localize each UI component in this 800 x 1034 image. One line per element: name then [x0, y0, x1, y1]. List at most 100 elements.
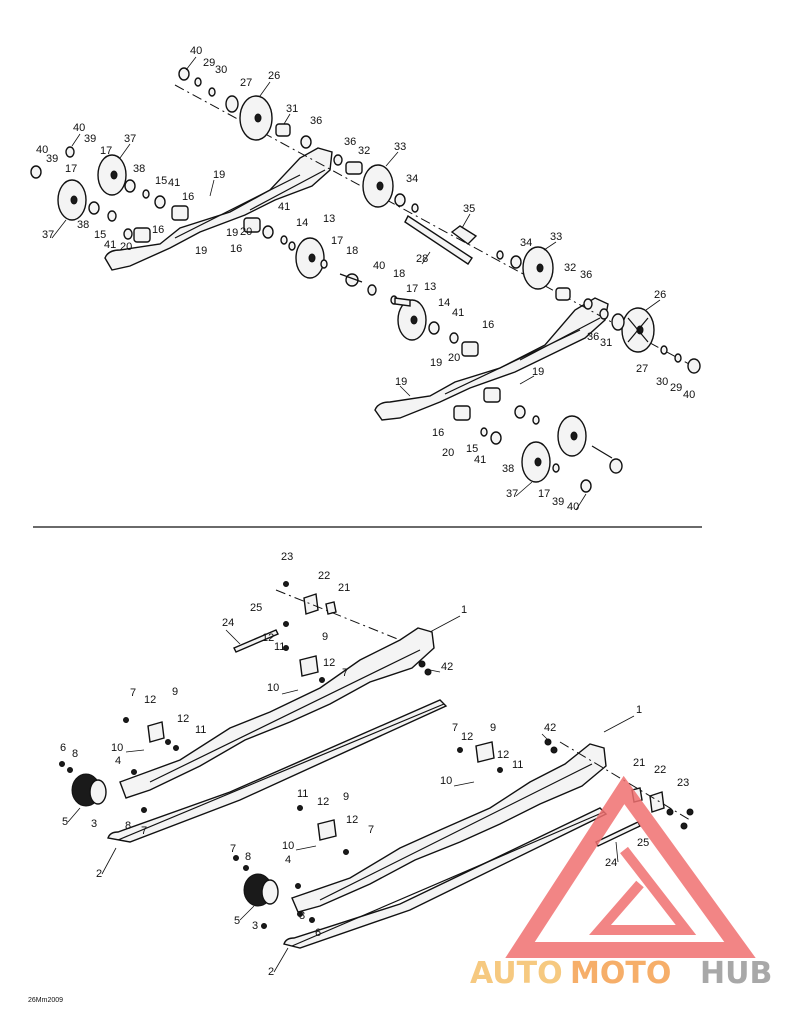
callout: 3	[252, 920, 258, 932]
callout: 8	[245, 851, 251, 863]
callout: 41	[104, 239, 116, 251]
bottom-leader-lines	[67, 615, 635, 973]
callout: 25	[637, 837, 649, 849]
callout: 39	[552, 496, 564, 508]
frame-edge-line	[249, 169, 326, 211]
callout: 10	[111, 742, 123, 754]
callout: 29	[203, 57, 215, 69]
wheel-33-right	[522, 246, 554, 290]
callout: 41	[474, 454, 486, 466]
axle-sleeve	[450, 225, 478, 245]
rail-edge-line	[149, 649, 421, 783]
callout: 15	[94, 229, 106, 241]
callout: 19	[430, 357, 442, 369]
bottom-fasteners	[59, 581, 694, 929]
callout: 17	[65, 163, 77, 175]
watermark-text-hub: HUB	[700, 956, 772, 991]
callout: 42	[544, 722, 556, 734]
callout: 8	[125, 820, 131, 832]
wheel-37-bottom-a	[557, 415, 587, 457]
callout: 11	[195, 724, 206, 736]
callout: 41	[452, 307, 464, 319]
callout: 28	[416, 253, 428, 265]
callout: 2	[96, 868, 102, 880]
callout: 4	[285, 854, 291, 866]
callout: 20	[120, 241, 132, 253]
slider-edge-line	[291, 811, 605, 947]
callout: 31	[286, 103, 298, 115]
callout: 10	[440, 775, 452, 787]
rail-1-lower	[291, 743, 607, 913]
callout: 7	[141, 825, 147, 837]
callout: 16	[482, 319, 494, 331]
callout: 10	[282, 840, 294, 852]
callout: 16	[182, 191, 194, 203]
callout: 13	[424, 281, 436, 293]
callout: 18	[346, 245, 358, 257]
wheel-13-mid	[295, 237, 325, 279]
callout: 6	[60, 742, 66, 754]
callout: 38	[502, 463, 514, 475]
callout: 32	[358, 145, 370, 157]
callout: 15	[155, 175, 167, 187]
callout: 40	[373, 260, 385, 272]
wheel-33-top	[362, 164, 394, 208]
callout: 42	[441, 661, 453, 673]
callout: 41	[278, 201, 290, 213]
callout: 32	[564, 262, 576, 274]
callout: 12	[177, 713, 189, 725]
wheel-37-left-b	[57, 179, 87, 221]
callout: 9	[322, 631, 328, 643]
callout: 7	[230, 843, 236, 855]
callout: 9	[490, 722, 496, 734]
callout: 7	[452, 722, 458, 734]
callout: 12	[346, 814, 358, 826]
callout: 16	[432, 427, 444, 439]
callout: 36	[344, 136, 356, 148]
callout: 14	[438, 297, 450, 309]
bumper-5-upper	[71, 773, 107, 807]
callout: 8	[72, 748, 78, 760]
callout: 1	[636, 704, 642, 716]
watermark-triangle-inner	[589, 846, 697, 935]
slider-2-lower	[283, 807, 608, 949]
callout: 9	[343, 791, 349, 803]
callout: 24	[605, 857, 617, 869]
frame-edge-line	[174, 174, 301, 239]
block-9	[147, 721, 165, 743]
wheel-37-left-a	[97, 154, 127, 196]
automotohub-watermark: AUTO MOTO HUB	[470, 775, 772, 991]
callout: 31	[600, 337, 612, 349]
callout: 37	[506, 488, 518, 500]
callout: 20	[442, 447, 454, 459]
bottom-callouts: 23 22 21 25 24 1 12 11 9 12 7 42 10 7 12…	[60, 551, 689, 978]
callout: 40	[36, 144, 48, 156]
callout: 12	[461, 731, 473, 743]
wheel-37-bottom-b	[521, 441, 551, 483]
callout: 5	[62, 816, 68, 828]
callout: 29	[670, 382, 682, 394]
callout: 19	[213, 169, 225, 181]
callout: 10	[267, 682, 279, 694]
block-9	[475, 741, 495, 763]
block-9	[299, 655, 319, 677]
rear-suspension-wheels-assembly: 40 29 30 27 26 31 36 36 32 33 34 35 28 3…	[30, 45, 701, 513]
watermark-text-moto: MOTO	[570, 956, 671, 991]
callout: 12	[323, 657, 335, 669]
callout: 36	[587, 331, 599, 343]
callout: 11	[512, 759, 523, 771]
callout: 30	[656, 376, 668, 388]
slider-edge-line	[117, 703, 445, 841]
slider-2-upper	[107, 699, 448, 843]
block-9	[317, 819, 337, 841]
callout: 20	[448, 352, 460, 364]
callout: 36	[310, 115, 322, 127]
callout: 2	[268, 966, 274, 978]
callout: 34	[406, 173, 418, 185]
callout: 38	[77, 219, 89, 231]
callout: 4	[115, 755, 121, 767]
axle	[404, 214, 473, 265]
callout: 18	[393, 268, 405, 280]
callout: 12	[144, 694, 156, 706]
